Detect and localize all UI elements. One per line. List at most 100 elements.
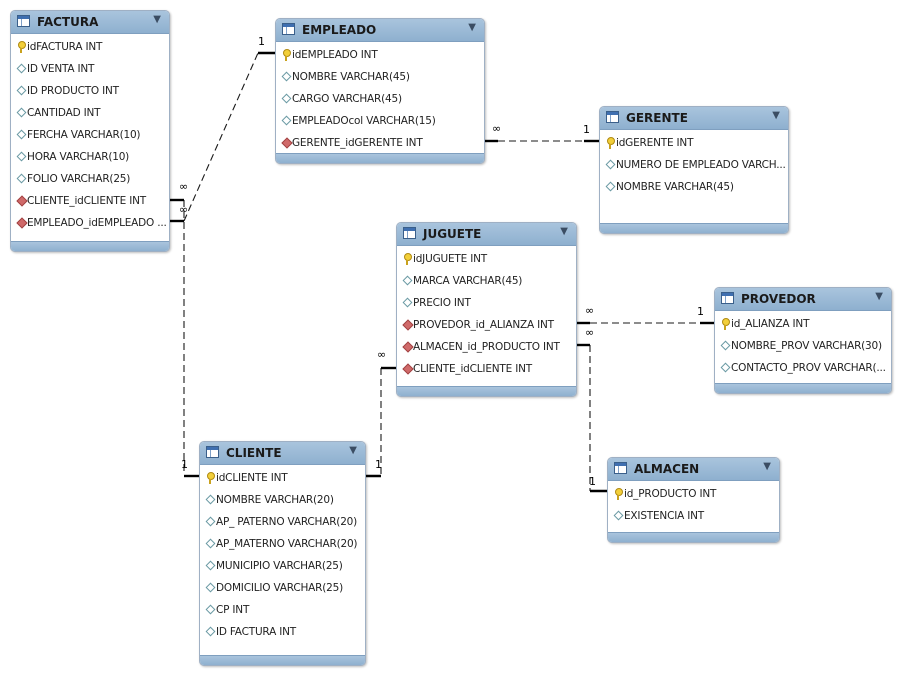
table-almacen[interactable]: ALMACEN ▼ id_PRODUCTO INT EXISTENCIA INT [607, 457, 780, 543]
column-row[interactable]: CLIENTE_idCLIENTE INT [11, 191, 169, 213]
column-row[interactable]: EXISTENCIA INT [608, 506, 779, 528]
table-header[interactable]: EMPLEADO ▼ [276, 19, 484, 42]
column-icon [281, 93, 292, 105]
collapse-arrow-icon[interactable]: ▼ [349, 445, 357, 456]
column-row[interactable]: NOMBRE VARCHAR(45) [600, 177, 788, 199]
column-row[interactable]: NUMERO DE EMPLEADO VARCH... [600, 155, 788, 177]
column-row[interactable]: EMPLEADOcol VARCHAR(15) [276, 111, 484, 133]
table-footer [397, 386, 576, 396]
column-row[interactable]: AP_ PATERNO VARCHAR(20) [200, 512, 365, 534]
column-row[interactable]: ALMACEN_id_PRODUCTO INT [397, 337, 576, 359]
column-icon [205, 604, 216, 616]
column-row[interactable]: PROVEDOR_id_ALIANZA INT [397, 315, 576, 337]
column-row[interactable]: CONTACTO_PROV VARCHAR(... [715, 358, 891, 380]
table-cliente[interactable]: CLIENTE ▼ idCLIENTE INT NOMBRE VARCHAR(20… [199, 441, 366, 666]
column-name: id_ALIANZA INT [731, 318, 810, 330]
column-icon [205, 516, 216, 528]
table-header[interactable]: FACTURA ▼ [11, 11, 169, 34]
column-row[interactable]: ID FACTURA INT [200, 622, 365, 644]
column-row[interactable]: id_ALIANZA INT [715, 314, 891, 336]
column-row[interactable]: ID PRODUCTO INT [11, 81, 169, 103]
column-row[interactable]: idFACTURA INT [11, 37, 169, 59]
collapse-arrow-icon[interactable]: ▼ [875, 291, 883, 302]
column-name: idJUGUETE INT [413, 253, 487, 265]
column-name: id_PRODUCTO INT [624, 488, 717, 500]
table-provedor[interactable]: PROVEDOR ▼ id_ALIANZA INT NOMBRE_PROV VAR… [714, 287, 892, 394]
table-header[interactable]: JUGUETE ▼ [397, 223, 576, 246]
column-name: CP INT [216, 604, 250, 616]
column-row[interactable]: FERCHA VARCHAR(10) [11, 125, 169, 147]
column-row[interactable]: HORA VARCHAR(10) [11, 147, 169, 169]
collapse-arrow-icon[interactable]: ▼ [153, 14, 161, 25]
primary-key-icon [402, 253, 413, 265]
table-empleado[interactable]: EMPLEADO ▼ idEMPLEADO INT NOMBRE VARCHAR(… [275, 18, 485, 164]
column-name: FERCHA VARCHAR(10) [27, 129, 141, 141]
column-name: PROVEDOR_id_ALIANZA INT [413, 319, 554, 331]
column-list: idCLIENTE INT NOMBRE VARCHAR(20)AP_ PATER… [200, 465, 365, 644]
table-title: EMPLEADO [302, 23, 377, 37]
column-name: idCLIENTE INT [216, 472, 288, 484]
column-row[interactable]: CLIENTE_idCLIENTE INT [397, 359, 576, 381]
table-header[interactable]: GERENTE ▼ [600, 107, 788, 130]
column-name: AP_MATERNO VARCHAR(20) [216, 538, 358, 550]
column-list: id_ALIANZA INT NOMBRE_PROV VARCHAR(30) CON… [715, 311, 891, 380]
column-name: idGERENTE INT [616, 137, 694, 149]
column-icon [205, 538, 216, 550]
column-name: ID PRODUCTO INT [27, 85, 119, 97]
column-row[interactable]: idGERENTE INT [600, 133, 788, 155]
column-name: CLIENTE_idCLIENTE INT [27, 195, 146, 207]
collapse-arrow-icon[interactable]: ▼ [772, 110, 780, 121]
rel-factura-empleado [183, 52, 259, 222]
column-row[interactable]: NOMBRE VARCHAR(20) [200, 490, 365, 512]
column-name: FOLIO VARCHAR(25) [27, 173, 131, 185]
column-row[interactable]: AP_MATERNO VARCHAR(20) [200, 534, 365, 556]
column-icon [205, 626, 216, 638]
column-icon [281, 115, 292, 127]
column-row[interactable]: idCLIENTE INT [200, 468, 365, 490]
column-row[interactable]: idEMPLEADO INT [276, 45, 484, 67]
column-row[interactable]: NOMBRE_PROV VARCHAR(30) [715, 336, 891, 358]
table-footer [608, 532, 779, 542]
column-row[interactable]: GERENTE_idGERENTE INT [276, 133, 484, 155]
column-icon [281, 71, 292, 83]
column-name: GERENTE_idGERENTE INT [292, 137, 423, 149]
table-title: CLIENTE [226, 446, 282, 460]
column-row[interactable]: PRECIO INT [397, 293, 576, 315]
column-row[interactable]: NOMBRE VARCHAR(45) [276, 67, 484, 89]
table-header[interactable]: CLIENTE ▼ [200, 442, 365, 465]
column-icon [720, 362, 731, 374]
column-list: id_PRODUCTO INT EXISTENCIA INT [608, 481, 779, 528]
column-row[interactable]: EMPLEADO_idEMPLEADO ... [11, 213, 169, 235]
card-juguete-provedor-many: ∞ [585, 304, 594, 317]
table-header[interactable]: ALMACEN ▼ [608, 458, 779, 481]
column-name: MUNICIPIO VARCHAR(25) [216, 560, 343, 572]
column-row[interactable]: MUNICIPIO VARCHAR(25) [200, 556, 365, 578]
primary-key-icon [16, 41, 27, 53]
column-name: idEMPLEADO INT [292, 49, 378, 61]
column-row[interactable]: DOMICILIO VARCHAR(25) [200, 578, 365, 600]
table-icon [614, 462, 627, 474]
column-row[interactable]: CP INT [200, 600, 365, 622]
column-row[interactable]: CANTIDAD INT [11, 103, 169, 125]
column-name: CONTACTO_PROV VARCHAR(... [731, 362, 886, 374]
table-juguete[interactable]: JUGUETE ▼ idJUGUETE INT MARCA VARCHAR(45)… [396, 222, 577, 397]
collapse-arrow-icon[interactable]: ▼ [560, 226, 568, 237]
table-icon [403, 227, 416, 239]
table-gerente[interactable]: GERENTE ▼ idGERENTE INT NUMERO DE EMPLEAD… [599, 106, 789, 234]
column-icon [16, 151, 27, 163]
column-row[interactable]: CARGO VARCHAR(45) [276, 89, 484, 111]
foreign-key-icon [16, 195, 27, 207]
column-row[interactable]: FOLIO VARCHAR(25) [11, 169, 169, 191]
column-row[interactable]: id_PRODUCTO INT [608, 484, 779, 506]
foreign-key-icon [281, 137, 292, 149]
column-row[interactable]: ID VENTA INT [11, 59, 169, 81]
column-icon [16, 129, 27, 141]
column-icon [205, 582, 216, 594]
column-row[interactable]: idJUGUETE INT [397, 249, 576, 271]
collapse-arrow-icon[interactable]: ▼ [763, 461, 771, 472]
collapse-arrow-icon[interactable]: ▼ [468, 22, 476, 33]
table-title: PROVEDOR [741, 292, 816, 306]
table-header[interactable]: PROVEDOR ▼ [715, 288, 891, 311]
column-row[interactable]: MARCA VARCHAR(45) [397, 271, 576, 293]
